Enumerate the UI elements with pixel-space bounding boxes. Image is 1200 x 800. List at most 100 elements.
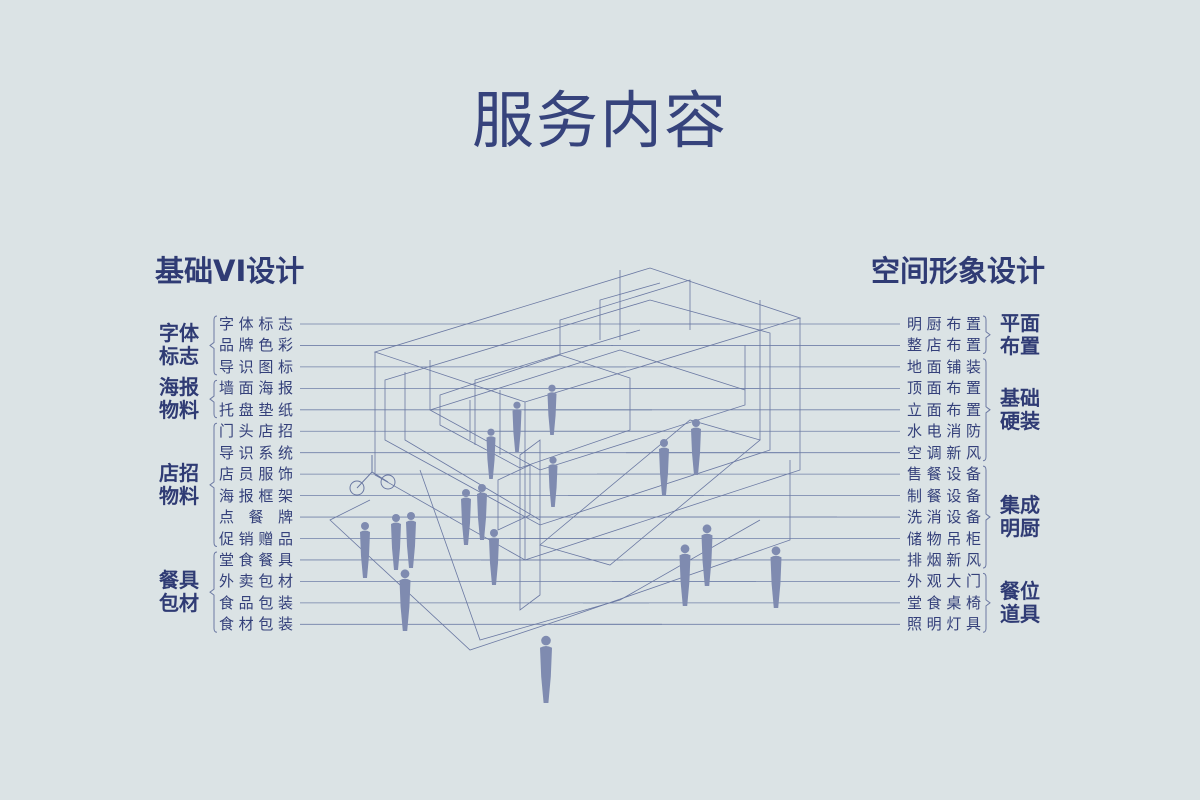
right-item-label: 外观大门 [907,572,981,591]
group-label-line: 布置 [1000,333,1040,358]
right-item-label: 空调新风 [907,443,981,462]
group-brace [982,315,991,354]
right-item-label: 储物吊柜 [907,529,981,548]
right-item-label: 排烟新风 [907,550,981,569]
left-item-label: 堂食餐具 [219,550,293,569]
person-figure-icon [461,489,471,545]
building-wireframe-line [619,270,761,440]
left-item-label: 食材包装 [219,615,293,634]
person-figure-icon [391,514,401,570]
right-item-label: 水电消防 [907,422,981,441]
person-figure-icon [701,524,713,586]
left-item-label: 字体标志 [219,315,293,333]
left-item-label: 托盘垫纸 [219,400,293,419]
building-wireframe-line [374,352,526,561]
left-item-label: 海报框架 [219,486,293,505]
building-wireframe-line [559,460,791,621]
left-item-label: 导识图标 [219,357,293,376]
building-wireframe-line [429,349,746,411]
group-label-line: 海报 [159,375,199,400]
right-item-label: 明厨布置 [907,315,981,333]
person-figure-icon [547,384,557,435]
right-item-label: 顶面布置 [907,379,981,398]
bicycle-wheel-icon [349,480,365,496]
right-group-label: 基础硬装 [996,385,1044,433]
group-brace [209,379,218,419]
person-figure-icon [770,546,782,608]
group-brace [982,572,991,633]
right-item-label: 售餐设备 [907,465,981,484]
group-label-line: 餐具 [159,568,199,593]
group-brace [209,551,218,633]
person-figure-icon [548,456,558,507]
person-figure-icon [406,512,416,568]
right-item-label: 照明灯具 [907,615,981,634]
person-figure-icon [679,544,691,606]
building-wireframe-line [373,267,802,403]
group-brace [982,465,991,569]
person-figure-icon [512,401,522,452]
person-figure-icon [691,419,701,475]
group-label-line: 物料 [159,398,199,423]
building-wireframe-line [524,318,801,561]
building-wireframe-line [497,464,531,531]
left-item-label: 店员服饰 [219,465,293,484]
group-label-line: 道具 [1000,601,1040,626]
group-label-line: 集成 [1000,493,1040,518]
left-item-label: 导识系统 [219,443,293,462]
left-group-label: 店招物料 [155,460,203,508]
left-item-label: 品牌色彩 [219,336,293,355]
right-group-label: 集成明厨 [996,494,1044,540]
left-item-label: 点 餐 牌 [219,508,293,527]
cyclist-icon [356,455,389,489]
group-brace [982,358,991,462]
right-item-label: 立面布置 [907,400,981,419]
page-title: 服务内容 [471,84,728,157]
building-wireframe-line [404,372,541,521]
building-wireframe-line [439,354,631,469]
person-figure-icon [540,635,552,703]
person-figure-icon [486,428,496,479]
left-group-label: 字体标志 [155,322,203,368]
building-wireframe-line [559,279,691,355]
left-item-label: 食品包装 [219,593,293,612]
group-label-line: 标志 [159,344,199,369]
person-figure-icon [489,529,499,585]
building-wireframe-line [519,439,541,611]
left-item-label: 外卖包材 [219,572,293,591]
person-figure-icon [360,522,370,578]
person-figure-icon [399,569,411,631]
right-item-label: 整店布置 [907,336,981,355]
group-label-line: 硬装 [1000,408,1040,433]
group-label-line: 平面 [1000,310,1040,335]
section-heading-vi-design: 基础VI设计 [155,254,305,288]
building-wireframe-line [469,390,501,455]
person-figure-icon [659,439,669,495]
building-wireframe-line [474,329,641,445]
group-label-line: 物料 [159,483,199,508]
group-label-line: 包材 [159,591,199,616]
right-group-label: 平面布置 [996,310,1044,358]
group-brace [209,422,218,547]
left-group-label: 海报物料 [155,376,203,422]
group-label-line: 基础 [1000,385,1040,410]
right-item-label: 洗消设备 [907,508,981,527]
left-group-label: 餐具包材 [155,569,203,615]
group-label-line: 餐位 [1000,578,1040,603]
left-item-label: 促销赠品 [219,529,293,548]
bicycle-wheel-icon [380,474,396,490]
group-label-line: 店招 [159,460,199,485]
section-heading-space-design: 空间形象设计 [870,254,1045,288]
person-figure-icon [477,484,487,540]
right-item-label: 堂食桌椅 [907,593,981,612]
left-item-label: 墙面海报 [219,379,293,398]
group-brace [209,315,218,376]
building-wireframe-line [599,282,661,340]
group-label-line: 字体 [159,321,199,346]
left-item-label: 门头店招 [219,422,293,441]
right-group-label: 餐位道具 [996,578,1044,626]
right-item-label: 制餐设备 [907,486,981,505]
building-wireframe-line [384,299,771,526]
right-item-label: 地面铺装 [907,357,981,376]
